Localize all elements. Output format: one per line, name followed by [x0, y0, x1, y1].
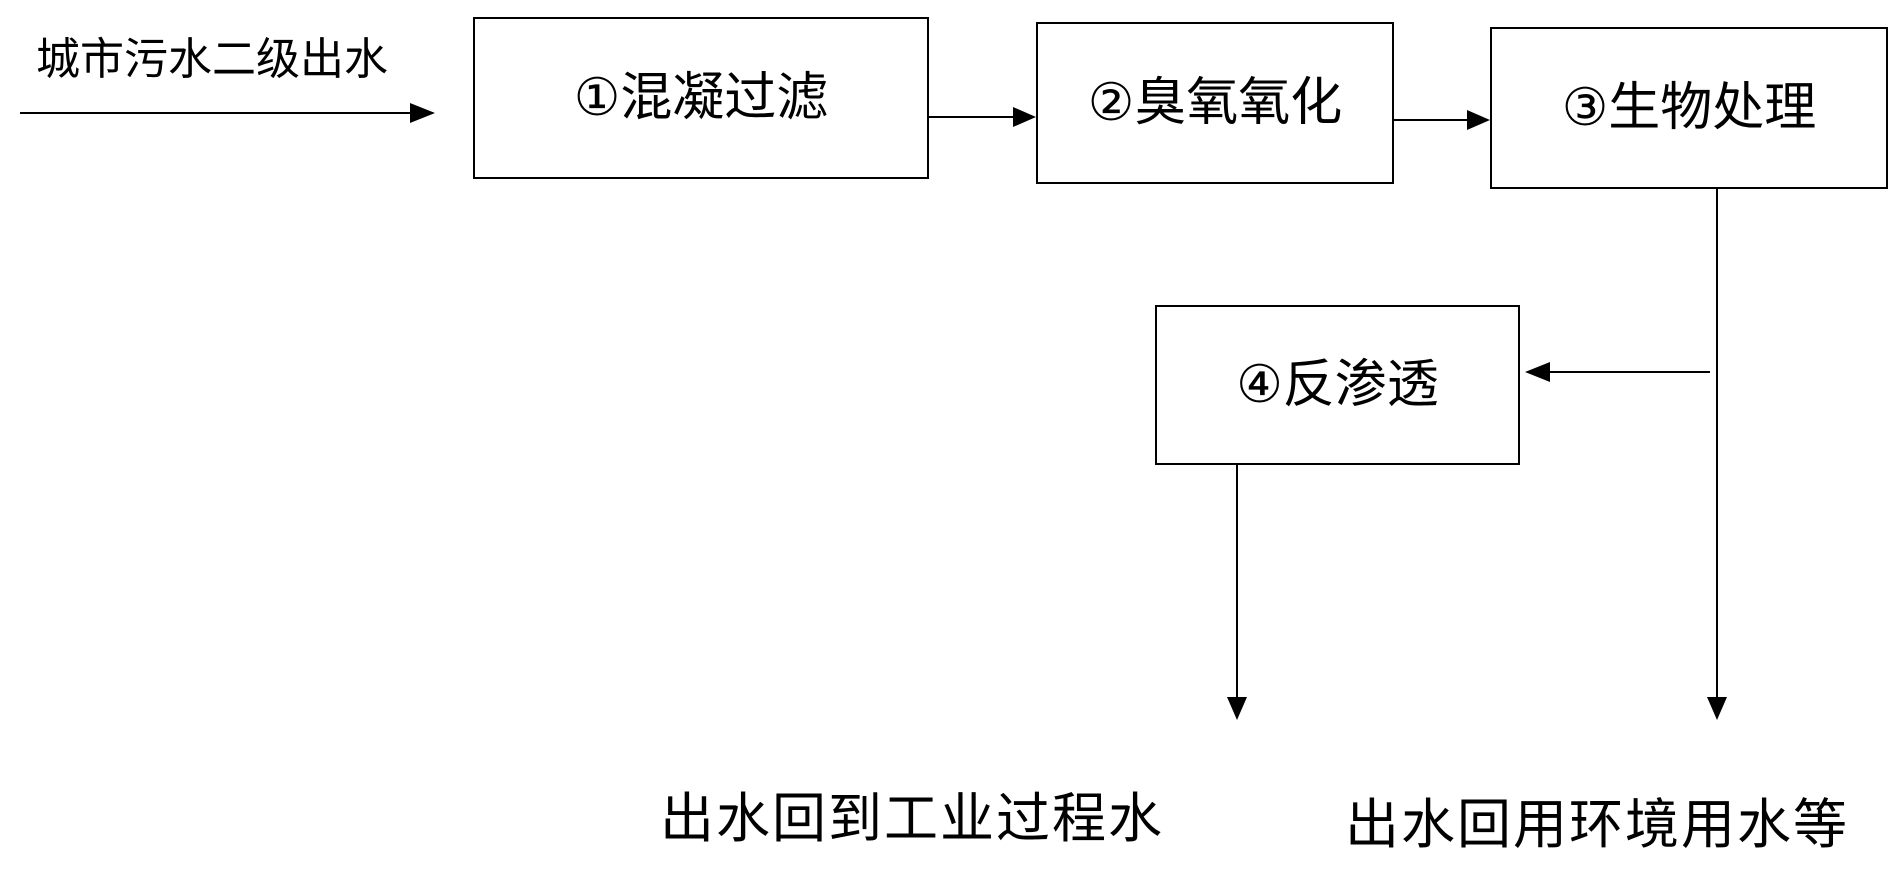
output-label-environmental: 出水回用环境用水等 — [1345, 793, 1849, 856]
arrowhead-step4-to-output1 — [1227, 697, 1247, 720]
step-box-biological-treatment: ③生物处理 — [1490, 27, 1888, 189]
step-box-ozone-oxidation: ②臭氧氧化 — [1036, 22, 1394, 184]
step-box-coagulation-filtration: ①混凝过滤 — [473, 17, 929, 179]
step-box-reverse-osmosis: ④反渗透 — [1155, 305, 1520, 465]
input-arrowhead — [410, 103, 435, 123]
arrowhead-branch-to-step4 — [1525, 362, 1550, 382]
output-label-industrial: 出水回到工业过程水 — [660, 787, 1164, 850]
input-label: 城市污水二级出水 — [36, 34, 388, 85]
arrowhead-step3-to-output2 — [1707, 697, 1727, 720]
arrowhead-step1-to-step2 — [1013, 107, 1036, 127]
arrowhead-step2-to-step3 — [1467, 110, 1490, 130]
